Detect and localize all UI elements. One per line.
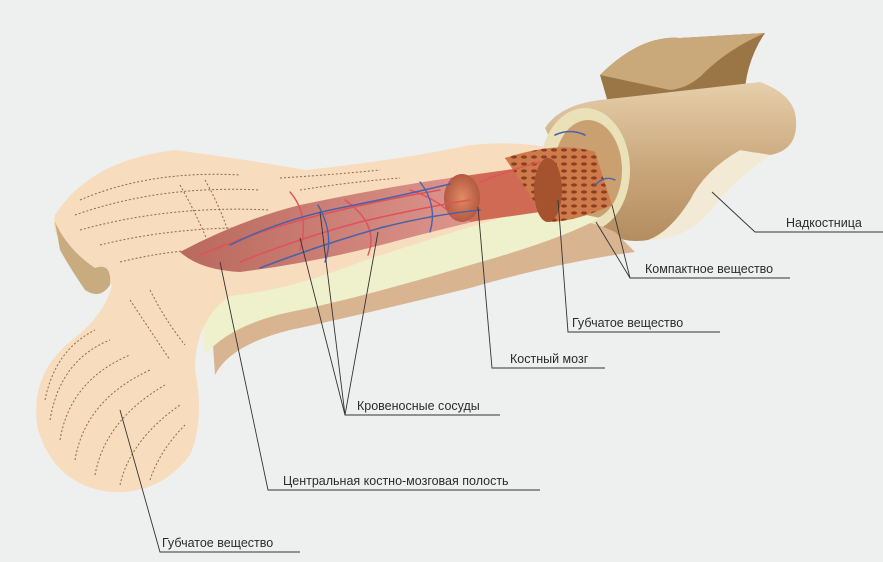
trochanter-shadow bbox=[55, 222, 111, 294]
label-spongy-bone-right: Губчатое вещество bbox=[572, 316, 683, 330]
leader-spongy-left bbox=[119, 409, 300, 553]
label-compact-bone: Компактное вещество bbox=[645, 262, 773, 276]
bone-marrow bbox=[444, 168, 540, 222]
leader-marrow bbox=[477, 206, 605, 369]
label-blood-vessels: Кровеносные сосуды bbox=[357, 399, 480, 413]
label-medullary-cavity: Центральная костно-мозговая полость bbox=[283, 474, 509, 488]
leader-vessels-3 bbox=[319, 211, 346, 416]
label-bone-marrow: Костный мозг bbox=[510, 352, 589, 366]
label-periosteum: Надкостница bbox=[786, 216, 862, 230]
compact-bone-inner bbox=[200, 205, 600, 355]
compact-bone-band bbox=[210, 218, 635, 375]
spongy-bone-plug bbox=[505, 147, 612, 222]
leader-periosteum bbox=[711, 191, 883, 233]
leader-cavity bbox=[219, 261, 540, 491]
leader-spongy-right bbox=[557, 199, 720, 333]
leader-vessels-2 bbox=[344, 231, 379, 416]
leader-compact-2 bbox=[595, 221, 631, 279]
leader-lines bbox=[119, 191, 883, 553]
label-spongy-bone-left: Губчатое вещество bbox=[162, 536, 273, 550]
